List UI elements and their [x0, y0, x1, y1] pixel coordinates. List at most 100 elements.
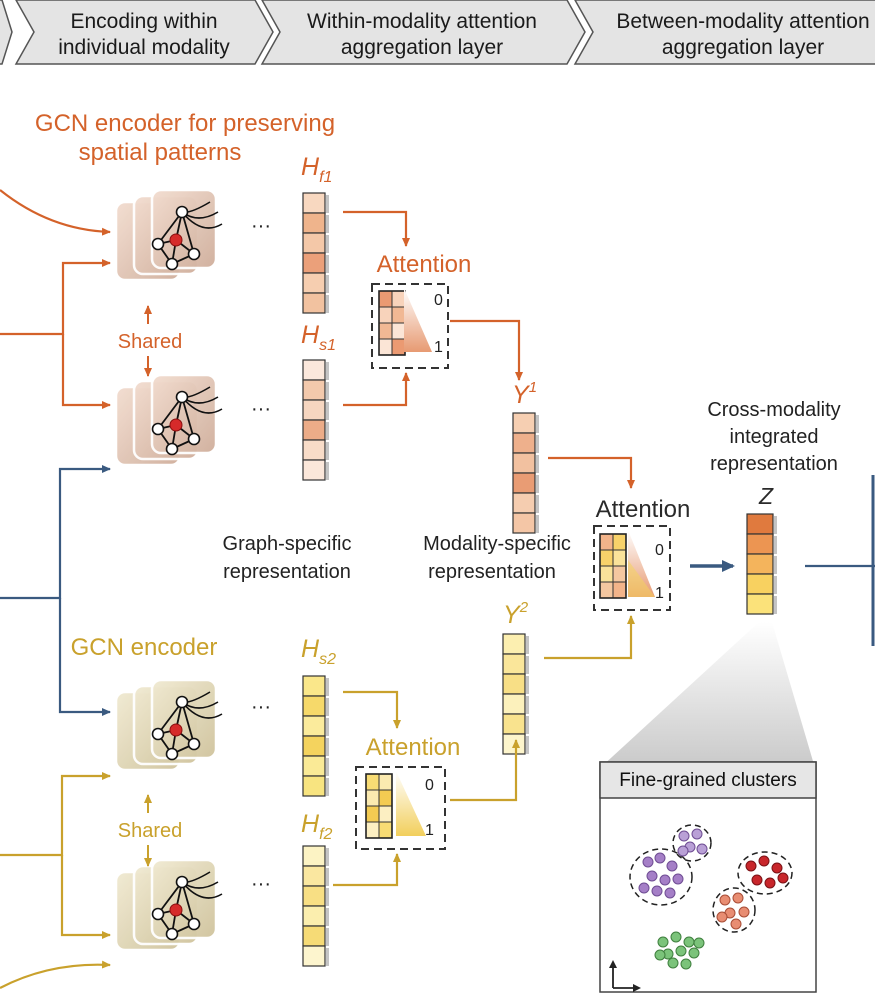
vector-y1-shade-3 [535, 455, 539, 473]
vector-z-shade-1 [773, 516, 777, 534]
vector-y2-shade-2 [525, 656, 529, 674]
vector-hs1-cell-3 [302, 399, 326, 421]
attention-matrix-top [378, 290, 406, 356]
vector-y1-cell-6 [512, 512, 536, 534]
banner-arrow-1 [14, 0, 274, 65]
vector-hs2-shade-1 [325, 678, 329, 696]
modality-specific-label-line1: Modality-specific [423, 533, 571, 555]
attention-middle-cell [599, 533, 614, 551]
vector-hs1-cell-1 [302, 359, 326, 381]
banner-stage-3-line2: aggregation layer [662, 36, 824, 59]
vector-z-shade-4 [773, 576, 777, 594]
vector-hf1-cell-1 [302, 192, 326, 214]
ellipsis-3: ··· [251, 696, 271, 718]
vector-y2-shade-1 [525, 636, 529, 654]
stack-bottom-2-graph-edge [181, 881, 195, 925]
vector-hf1-cell-3 [302, 232, 326, 254]
symbol-z: Z [758, 483, 774, 509]
attention-label-middle: Attention [596, 496, 691, 523]
vector-y1-cell-3 [512, 452, 536, 474]
vector-y2-cell-2 [502, 653, 526, 675]
vector-hf2-shade-5 [325, 928, 329, 946]
attention-middle-scale-zero: 0 [655, 542, 664, 559]
vector-hs2-cell-2 [302, 695, 326, 717]
vector-hf1-shade-2 [325, 215, 329, 233]
cluster-green-dot [670, 931, 682, 943]
cluster-red-dot [745, 860, 757, 872]
stack-top-2-graph-edge [181, 396, 195, 440]
vector-hf2-shade-1 [325, 848, 329, 866]
vector-hs2-shade-6 [325, 778, 329, 796]
cluster-red-dot [758, 855, 770, 867]
attention-top-scale-one: 1 [434, 339, 443, 356]
attention-top-cell [391, 338, 406, 356]
stack-top-2-graph-node [165, 442, 179, 456]
cluster-green-dot [693, 937, 705, 949]
cluster-salmon-dot [730, 918, 742, 930]
cluster-purple-dot [659, 874, 671, 886]
vector-hs2-cell-6 [302, 775, 326, 797]
vector-z-cell-3 [746, 553, 774, 575]
attention-top-cell [378, 290, 393, 308]
gcn-layer-stack-bottom-1 [114, 678, 223, 772]
gcn-layer-stack-top-1 [114, 188, 223, 282]
cluster-red-boundary [737, 851, 793, 895]
ellipsis-2: ··· [251, 398, 271, 420]
vector-hs2-cell-5 [302, 755, 326, 777]
stack-top-1-graph-edge [157, 211, 183, 245]
cluster-red-dot [771, 862, 783, 874]
attention-middle-cell [612, 549, 627, 567]
attention-bottom-cell [378, 805, 393, 823]
cluster-green-dot [657, 936, 669, 948]
stack-bottom-2-layer-3 [150, 858, 218, 940]
vector-hf2-cell-2 [302, 865, 326, 887]
cluster-purple-dot [638, 882, 650, 894]
attention-middle-cell [599, 565, 614, 583]
axes-icon [609, 960, 641, 992]
cluster-lavender-dot [678, 830, 690, 842]
vector-hs1-shade-5 [325, 442, 329, 460]
banner-arrow-3 [573, 0, 875, 65]
symbol-hf1: Hf1 [301, 153, 332, 186]
vector-y1-shade-6 [535, 515, 539, 533]
vector-hf2-shade-6 [325, 948, 329, 966]
vector-hs2-cell-3 [302, 715, 326, 737]
attention-bottom-cell [378, 789, 393, 807]
stack-bottom-1-graph-node [175, 695, 189, 709]
symbol-y1: Y1 [512, 379, 537, 409]
embedding-vectors [302, 192, 777, 967]
attention-middle-cell [599, 581, 614, 599]
vector-hs2-cell-4 [302, 735, 326, 757]
attention-bottom-cell [378, 773, 393, 791]
vector-hf1-shade-6 [325, 295, 329, 313]
attention-bottom-cell [365, 821, 380, 839]
vector-hf1-cell-5 [302, 272, 326, 294]
vector-hs2-cell-1 [302, 675, 326, 697]
attention-bottom-scale-one: 1 [425, 822, 434, 839]
clusters-panel-header [599, 761, 817, 799]
stack-bottom-1-graph-node [165, 747, 179, 761]
attention-middle-cell [612, 565, 627, 583]
vector-hf1-shade-5 [325, 275, 329, 293]
attention-bottom-frame [365, 773, 393, 839]
vector-y1-shade-4 [535, 475, 539, 493]
stack-top-1-graph-node [187, 247, 201, 261]
attention-middle-cell [612, 533, 627, 551]
banner-stage-2-line1: Within-modality attention [307, 10, 537, 33]
vector-hf2-cell-5 [302, 925, 326, 947]
cluster-salmon-dot [719, 894, 731, 906]
attention-middle-cell [612, 581, 627, 599]
vector-hs1-shade-6 [325, 462, 329, 480]
vector-y2-shade-6 [525, 736, 529, 754]
stack-top-2-graph-node [187, 432, 201, 446]
attention-bottom-cell [378, 821, 393, 839]
shared-label-bottom: Shared [118, 820, 183, 842]
vector-y2-cell-6 [502, 733, 526, 755]
cluster-lavender-dot [677, 845, 689, 857]
gcn-layer-stack-top-2 [114, 373, 223, 467]
cluster-purple-boundary [629, 848, 693, 906]
vector-hs2-shade-5 [325, 758, 329, 776]
banner-stage-2-line2: aggregation layer [341, 36, 503, 59]
cluster-red-dot [764, 877, 776, 889]
attention-box-bottom [355, 766, 446, 850]
